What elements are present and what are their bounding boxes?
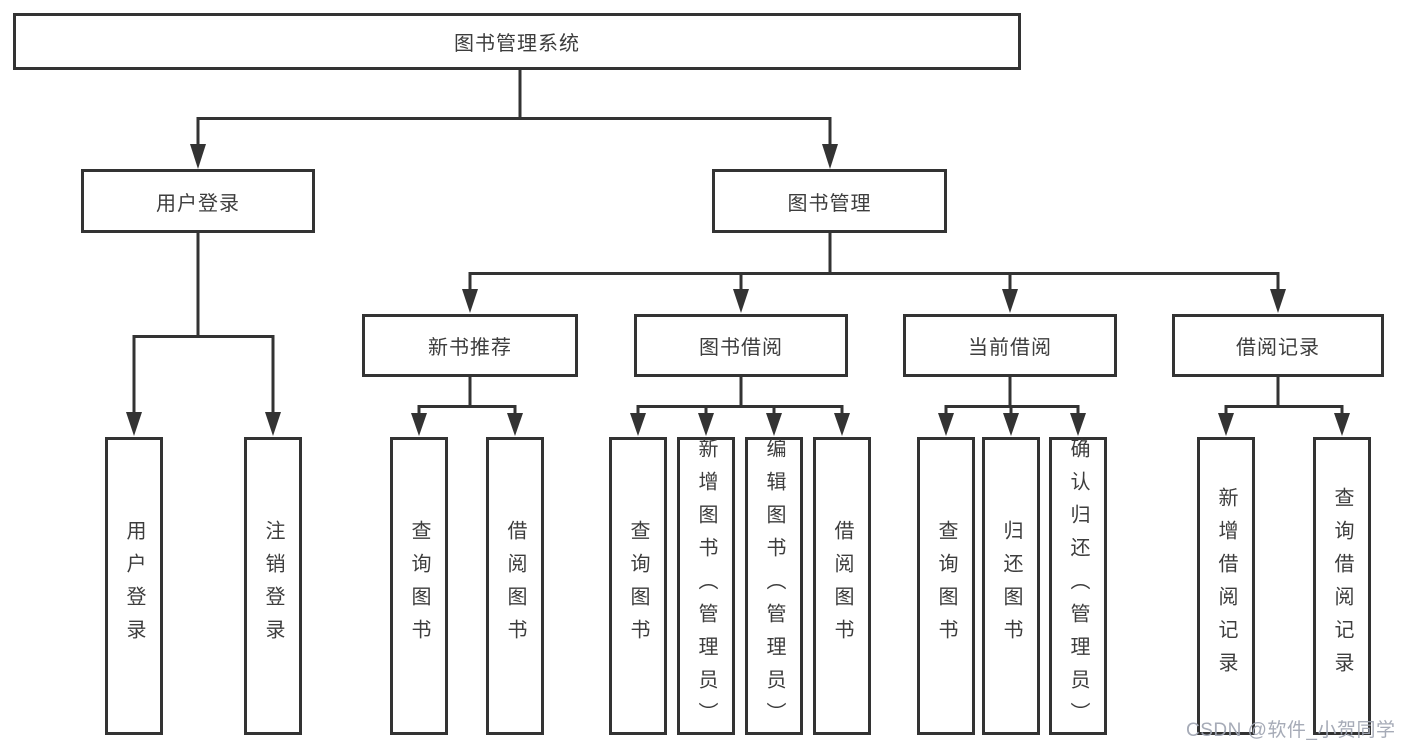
arrowhead — [507, 413, 523, 436]
node-label: 图书管理 — [787, 192, 872, 215]
node-label: 用户登录 — [156, 192, 240, 215]
leaf-borrow-books-recommend: 借阅图书 — [486, 437, 544, 735]
leaf-query-borrow-record: 查询借阅记录 — [1313, 437, 1371, 735]
leaf-logout: 注销登录 — [244, 437, 302, 735]
arrowhead — [1002, 289, 1018, 313]
arrowhead — [733, 289, 749, 313]
leaf-label: 确认归还（管理员） — [1067, 437, 1089, 735]
leaf-label: 用户登录 — [123, 520, 145, 652]
leaf-edit-book-admin: 编辑图书（管理员） — [745, 437, 803, 735]
node-root: 图书管理系统 — [13, 13, 1021, 70]
arrowhead — [1334, 413, 1350, 436]
leaf-add-borrow-record: 新增借阅记录 — [1197, 437, 1255, 735]
leaf-label: 查询图书 — [408, 520, 430, 652]
arrowhead — [126, 412, 142, 436]
arrowhead — [630, 413, 646, 436]
arrowhead — [1070, 413, 1086, 436]
leaf-label: 查询图书 — [627, 520, 649, 652]
leaf-query-books-current: 查询图书 — [917, 437, 975, 735]
csdn-watermark: CSDN @软件_小贺同学 — [1186, 720, 1396, 741]
node-book-borrow: 图书借阅 — [634, 314, 848, 377]
node-borrow-records: 借阅记录 — [1172, 314, 1384, 377]
arrowhead — [822, 144, 838, 169]
node-book-management: 图书管理 — [712, 169, 947, 233]
leaf-label: 借阅图书 — [831, 520, 853, 652]
arrowhead — [265, 412, 281, 436]
node-label: 图书借阅 — [699, 337, 783, 359]
arrowhead — [766, 413, 782, 436]
leaf-label: 编辑图书（管理员） — [763, 437, 785, 735]
arrowhead — [698, 413, 714, 436]
arrowhead — [190, 144, 206, 169]
arrowhead — [1218, 413, 1234, 436]
leaf-add-book-admin: 新增图书（管理员） — [677, 437, 735, 735]
node-new-book-recommend: 新书推荐 — [362, 314, 578, 377]
leaf-user-login: 用户登录 — [105, 437, 163, 735]
leaf-label: 新增借阅记录 — [1215, 487, 1237, 685]
leaf-label: 新增图书（管理员） — [695, 437, 717, 735]
leaf-label: 归还图书 — [1000, 520, 1022, 652]
arrowhead — [938, 413, 954, 436]
node-root-label: 图书管理系统 — [454, 33, 580, 55]
leaf-label: 注销登录 — [262, 520, 284, 652]
leaf-confirm-return-admin: 确认归还（管理员） — [1049, 437, 1107, 735]
arrowhead — [411, 413, 427, 436]
node-user-login: 用户登录 — [81, 169, 315, 233]
arrowhead — [1003, 413, 1019, 436]
leaf-return-book: 归还图书 — [982, 437, 1040, 735]
leaf-borrow-books: 借阅图书 — [813, 437, 871, 735]
arrowhead — [834, 413, 850, 436]
node-label: 新书推荐 — [428, 337, 512, 359]
arrowhead — [1270, 289, 1286, 313]
leaf-query-books-recommend: 查询图书 — [390, 437, 448, 735]
leaf-label: 查询图书 — [935, 520, 957, 652]
leaf-label: 借阅图书 — [504, 520, 526, 652]
leaf-label: 查询借阅记录 — [1331, 487, 1353, 685]
node-label: 借阅记录 — [1236, 337, 1320, 359]
leaf-query-books-borrow: 查询图书 — [609, 437, 667, 735]
node-current-borrow: 当前借阅 — [903, 314, 1117, 377]
arrowhead — [462, 289, 478, 313]
node-label: 当前借阅 — [968, 337, 1052, 359]
